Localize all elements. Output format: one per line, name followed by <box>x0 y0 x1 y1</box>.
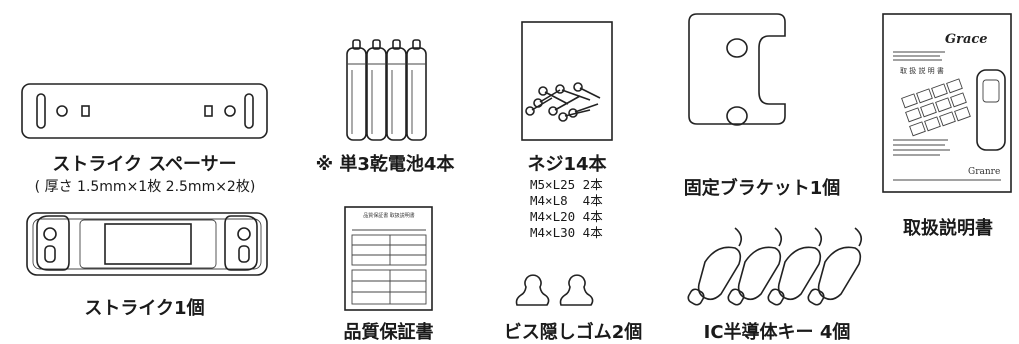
strike-spacer-label: ストライク スペーサー <box>52 154 237 175</box>
manual-label: 取扱説明書 <box>903 218 993 239</box>
bracket-label: 固定ブラケット1個 <box>683 178 841 199</box>
screw-size-2: M4×L8 4本 <box>530 193 603 208</box>
manual-cover-logo: Granre <box>968 167 1001 177</box>
screw-size-3: M4×L20 4本 <box>530 209 603 224</box>
screw-sizes-list: M5×L25 2本 M4×L8 4本 M4×L20 4本 M4×L30 4本 <box>530 177 603 241</box>
manual-cover-title: Grace <box>945 32 988 47</box>
batteries-label: ※ 単3乾電池4本 <box>315 154 455 175</box>
screws-label: ネジ14本 <box>527 154 607 175</box>
strike-label: ストライク1個 <box>84 298 205 319</box>
screw-caps-label: ビス隠しゴム2個 <box>503 322 643 343</box>
manual-cover-subtitle: 取 扱 説 明 書 <box>900 67 944 75</box>
screw-size-1: M5×L25 2本 <box>530 177 603 192</box>
strike-spacer-note: ( 厚さ 1.5mm×1枚 2.5mm×2枚) <box>34 179 256 195</box>
ic-keys-label: IC半導体キー 4個 <box>703 322 851 343</box>
screw-size-4: M4×L30 4本 <box>530 225 603 240</box>
warranty-label: 品質保証書 <box>343 322 434 343</box>
warranty-header-text: 品質保証書 取扱説明書 <box>363 213 415 219</box>
